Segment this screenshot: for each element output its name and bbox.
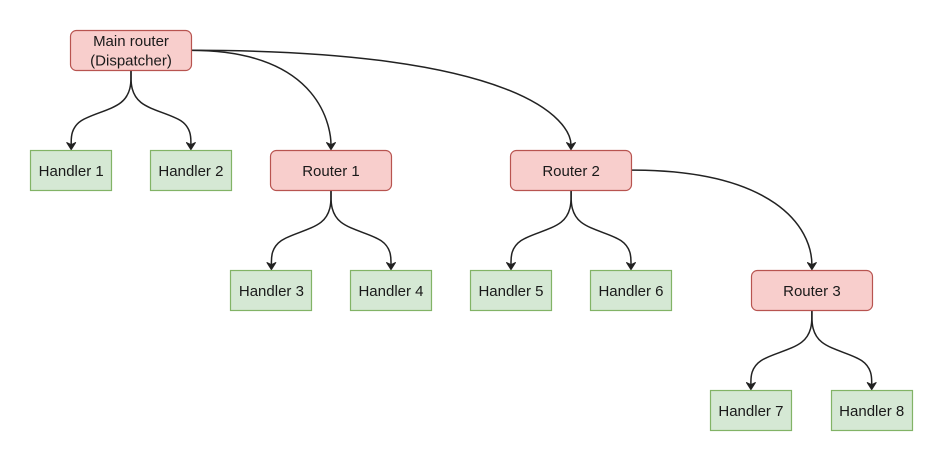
svg-text:Handler 5: Handler 5 (478, 283, 543, 300)
svg-text:Handler 2: Handler 2 (158, 163, 223, 180)
svg-text:Router 2: Router 2 (542, 163, 600, 180)
svg-text:Handler 8: Handler 8 (839, 403, 904, 420)
svg-text:Handler 4: Handler 4 (358, 283, 423, 300)
svg-text:Router 3: Router 3 (783, 283, 841, 300)
svg-text:Handler 6: Handler 6 (598, 283, 663, 300)
svg-text:(Dispatcher): (Dispatcher) (90, 53, 172, 70)
svg-text:Router 1: Router 1 (302, 163, 360, 180)
svg-text:Main router: Main router (93, 33, 169, 50)
svg-text:Handler 7: Handler 7 (718, 403, 783, 420)
svg-text:Handler 3: Handler 3 (239, 283, 304, 300)
svg-text:Handler 1: Handler 1 (39, 163, 104, 180)
